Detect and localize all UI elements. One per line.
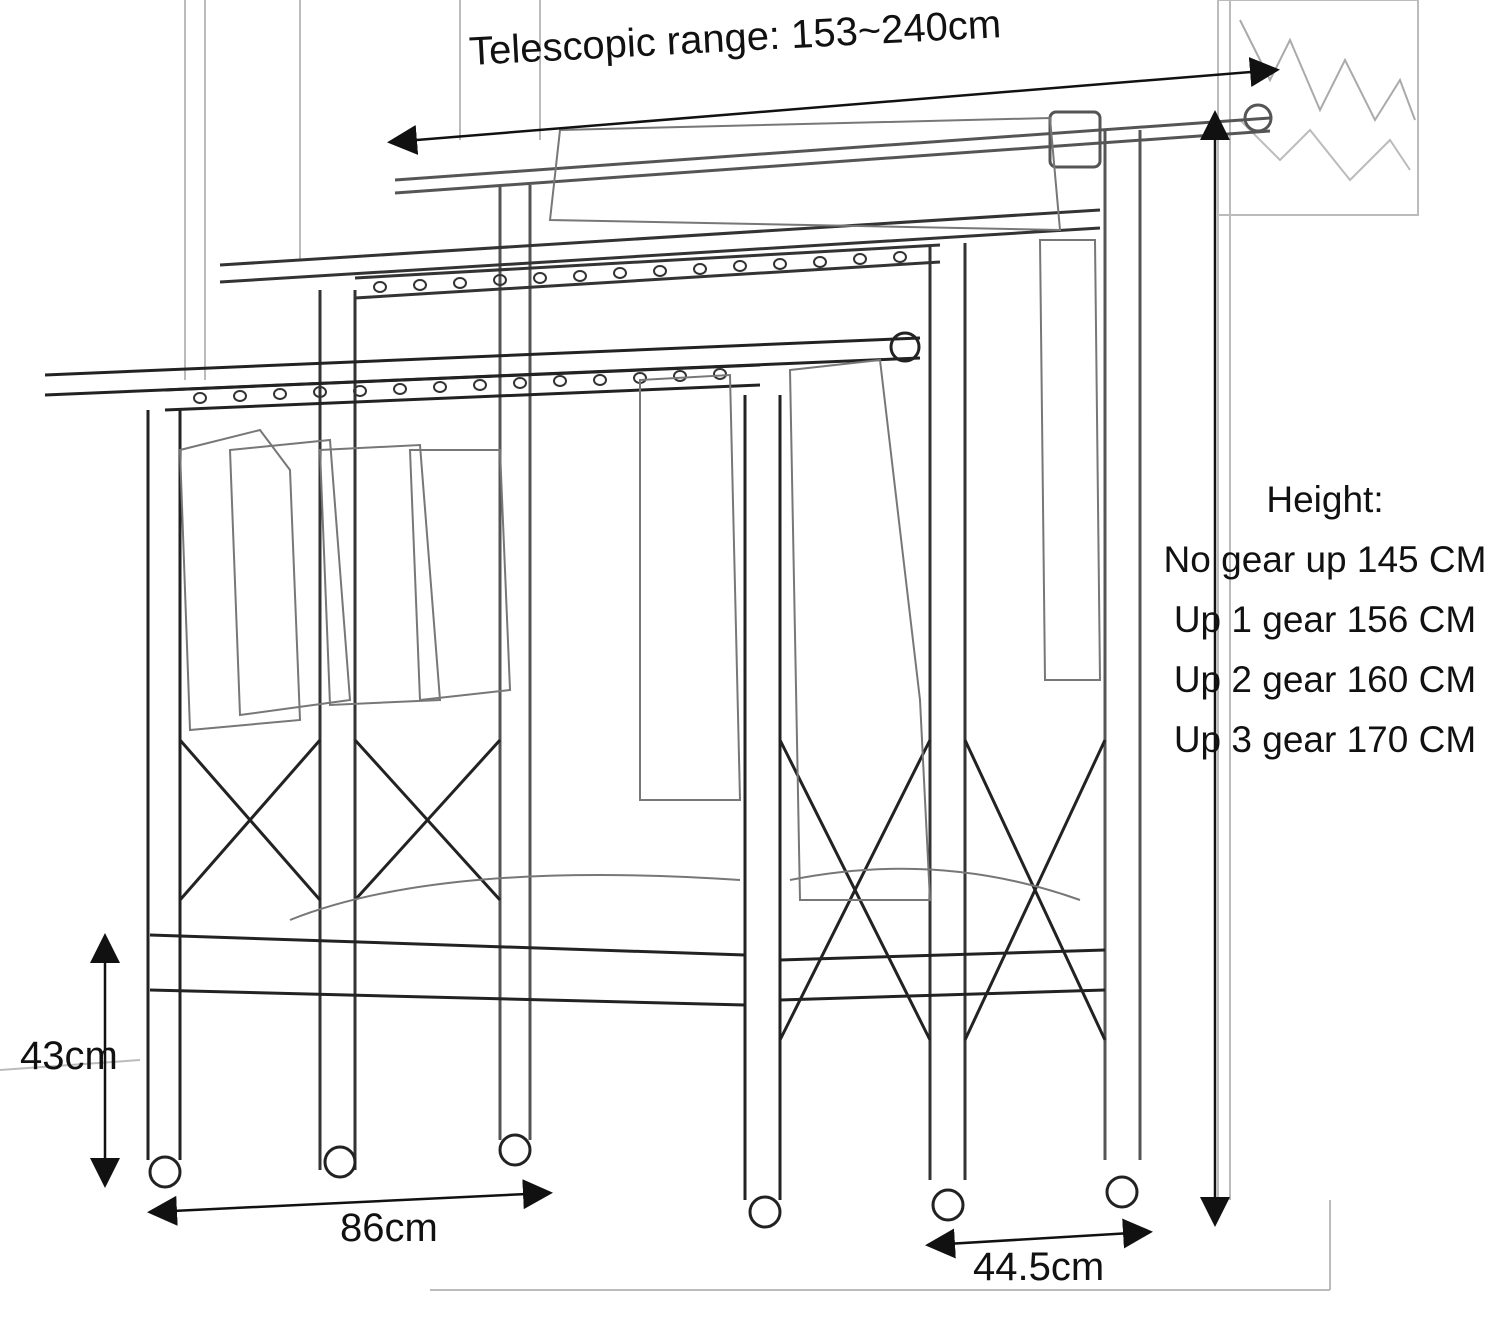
front-rail (44, 331, 1139, 1229)
width-arrow (147, 1179, 553, 1226)
height-line: No gear up 145 CM (1163, 539, 1487, 580)
depth-label: 44.5cm (973, 1245, 1105, 1289)
height-line: Up 3 gear 170 CM (1173, 719, 1477, 760)
telescopic-arrow (387, 57, 1280, 155)
middle-rail (219, 208, 1101, 1180)
width-label: 86cm (340, 1206, 438, 1250)
dimension-arrows (90, 57, 1280, 1259)
height-line: Up 2 gear 160 CM (1173, 659, 1477, 700)
height-specs: Height: No gear up 145 CM Up 1 gear 156 … (1150, 470, 1500, 770)
height-line: Up 1 gear 156 CM (1173, 599, 1477, 640)
bottom-height-label: 43cm (20, 1034, 118, 1078)
rail-holes (193, 251, 907, 404)
depth-arrow (925, 1218, 1153, 1259)
height-title: Height: (1266, 479, 1384, 520)
